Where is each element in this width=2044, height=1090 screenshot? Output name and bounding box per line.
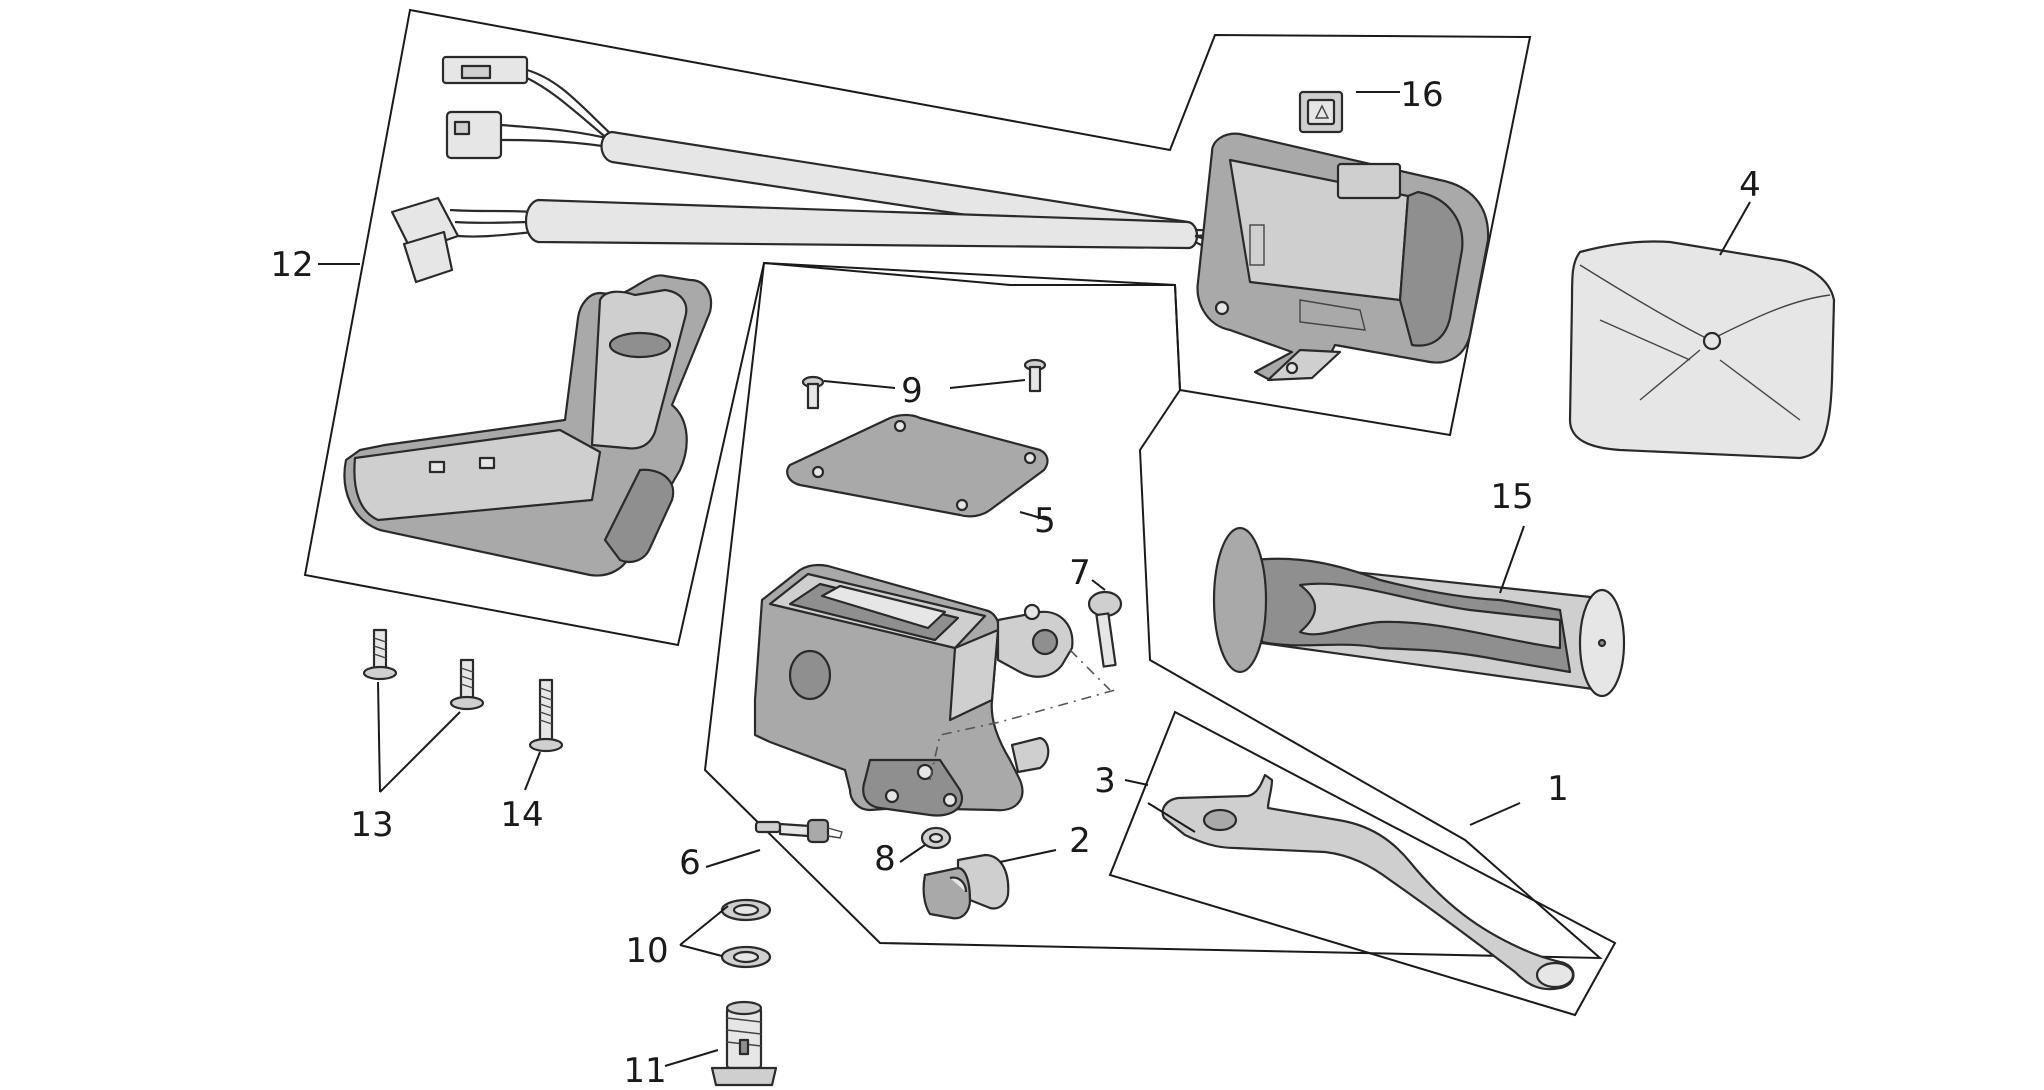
part-1-brake-lever (1161, 773, 1575, 991)
connector-middle-pin (453, 120, 471, 136)
frame-group-3 (1108, 710, 1617, 1017)
leader-7 (1091, 579, 1106, 591)
leader-4 (1719, 201, 1751, 256)
callout-7: 7 (1069, 553, 1091, 593)
wiring-harness (390, 55, 1421, 321)
callout-10: 10 (625, 931, 668, 971)
part-6-brake-switch (754, 818, 843, 844)
callout-16: 16 (1400, 75, 1443, 115)
connector-top-latch (460, 64, 492, 80)
callout-13: 13 (350, 805, 393, 845)
leader-13a (377, 681, 381, 793)
leader-13b (379, 711, 461, 793)
leader-10b (679, 944, 723, 957)
callout-15: 15 (1490, 477, 1533, 517)
callout-5: 5 (1034, 501, 1056, 541)
part-8-washer (920, 826, 952, 850)
callout-2: 2 (1069, 821, 1091, 861)
leader-1 (1147, 802, 1196, 833)
callout-8: 8 (874, 839, 896, 879)
callout-4: 4 (1739, 165, 1761, 205)
leader-2 (999, 849, 1057, 863)
callout-3: 3 (1094, 761, 1116, 801)
part-13-screw-b (449, 658, 485, 711)
master-cylinder-body (753, 563, 1116, 817)
part-14-screw (528, 678, 564, 753)
leader-10a (679, 905, 729, 946)
leader-14 (524, 751, 541, 791)
leader-3 (1124, 779, 1149, 786)
frame-group-master-cylinder (703, 261, 1603, 960)
lower-switch-shell (343, 274, 713, 577)
part-9-screw-left (801, 375, 825, 410)
callout-1: 1 (1547, 769, 1569, 809)
part-16-switch-button (1298, 90, 1344, 134)
part-13-screw-a (362, 628, 398, 681)
part-5-reservoir-cover (786, 413, 1049, 518)
wire-sheath-lower (525, 198, 1199, 250)
callout-6: 6 (679, 843, 701, 883)
part-7-pivot-bolt (1087, 590, 1123, 668)
callout-12: 12 (270, 245, 313, 285)
leader-6 (705, 849, 761, 868)
leader-8 (899, 844, 926, 863)
part-9-screw-right (1023, 358, 1047, 393)
part-11-banjo-bolt (710, 1000, 778, 1087)
connector-bottom-body (402, 230, 454, 284)
part-15-handlebar-grip (1212, 526, 1626, 698)
leader-1b (1469, 802, 1521, 826)
switch-housing-mount-tab (1266, 348, 1342, 382)
switch-housing-tab (1336, 162, 1402, 200)
leader-9a (823, 380, 896, 389)
leader-11 (664, 1049, 719, 1067)
leader-9b (949, 379, 1026, 389)
leader-5 (1019, 511, 1049, 521)
part-10-washer-lower (720, 945, 772, 969)
leader-15 (1499, 525, 1525, 594)
part-4-bag (1568, 240, 1836, 460)
part-10-washer-upper (720, 898, 772, 922)
part-2-clamp (922, 853, 1010, 920)
callout-11: 11 (623, 1051, 666, 1090)
switch-housing (1196, 132, 1490, 382)
callout-9: 9 (901, 371, 923, 411)
callout-14: 14 (500, 795, 543, 835)
